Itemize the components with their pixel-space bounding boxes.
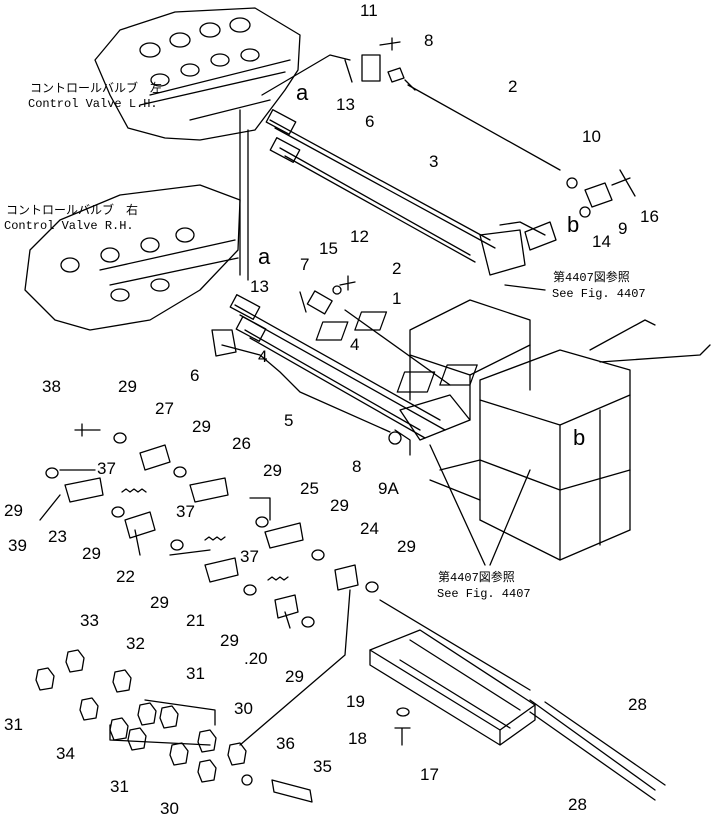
knobs bbox=[35, 649, 247, 783]
ref-b-upper: b bbox=[567, 212, 580, 237]
ref-a-lower: a bbox=[258, 244, 271, 269]
part-number: 6 bbox=[365, 112, 375, 131]
control-valve-lh bbox=[94, 7, 301, 141]
part-number: 2 bbox=[392, 259, 402, 278]
part-number: 29 bbox=[118, 377, 137, 396]
part-number: 27 bbox=[155, 399, 174, 418]
part-number: 21 bbox=[186, 611, 205, 630]
part-number: 33 bbox=[80, 611, 99, 630]
part-number: 29 bbox=[285, 667, 304, 686]
part-number: 23 bbox=[48, 527, 67, 546]
part-number: 4 bbox=[258, 347, 268, 366]
part-number: 19 bbox=[346, 692, 365, 711]
part-number: 24 bbox=[360, 519, 379, 538]
console bbox=[369, 629, 666, 801]
part-number: 25 bbox=[300, 479, 319, 498]
part-number: 6 bbox=[190, 366, 200, 385]
part-number: 26 bbox=[232, 434, 251, 453]
see-fig-en-label-2: See Fig. 4407 bbox=[437, 587, 531, 601]
part-number: 29 bbox=[192, 417, 211, 436]
part-number: 8 bbox=[352, 457, 362, 476]
part-number: 32 bbox=[126, 634, 145, 653]
part-number: 31 bbox=[186, 664, 205, 683]
frame bbox=[315, 299, 711, 561]
part-number: 29 bbox=[397, 537, 416, 556]
part-number: 1 bbox=[392, 289, 402, 308]
ref-a-upper: a bbox=[296, 80, 309, 105]
part-number: 29 bbox=[82, 544, 101, 563]
part-number: 29 bbox=[150, 593, 169, 612]
part-number: 37 bbox=[97, 459, 116, 478]
part-number: 8 bbox=[424, 31, 434, 50]
part-number: 29 bbox=[220, 631, 239, 650]
part-number: 4 bbox=[350, 335, 360, 354]
part-number: 31 bbox=[110, 777, 129, 796]
see-fig-en-label: See Fig. 4407 bbox=[552, 287, 646, 301]
part-number: .20 bbox=[244, 649, 268, 668]
part-number: 30 bbox=[234, 699, 253, 718]
part-number: 7 bbox=[300, 255, 310, 274]
part-number: 17 bbox=[420, 765, 439, 784]
part-number: 28 bbox=[628, 695, 647, 714]
control-valve-lh-jp-label: コントロールバルブ 左 bbox=[30, 82, 163, 96]
part-number: 29 bbox=[330, 496, 349, 515]
part-number: 2 bbox=[508, 77, 518, 96]
part-number: 36 bbox=[276, 734, 295, 753]
part-number: 37 bbox=[176, 502, 195, 521]
part-number: 16 bbox=[640, 207, 659, 226]
part-number: 10 bbox=[582, 127, 601, 146]
part-number: 13 bbox=[250, 277, 269, 296]
ref-b-lower: b bbox=[573, 425, 586, 450]
part-number: 11 bbox=[360, 1, 378, 20]
part-number: 3 bbox=[429, 152, 439, 171]
part-number: 31 bbox=[4, 715, 23, 734]
control-valve-rh-jp-label: コントロールバルブ 右 bbox=[6, 204, 139, 218]
part-number: 34 bbox=[56, 744, 75, 763]
part-number: 9 bbox=[618, 219, 628, 238]
part-number: 22 bbox=[116, 567, 135, 586]
part-number: 38 bbox=[42, 377, 61, 396]
part-number: 37 bbox=[240, 547, 259, 566]
part-number: 15 bbox=[319, 239, 338, 258]
see-fig-jp-label: 第4407図参照 bbox=[553, 271, 630, 285]
part-number: 9A bbox=[378, 479, 399, 498]
control-valve-rh-en-label: Control Valve R.H. bbox=[4, 219, 134, 233]
part-number: 35 bbox=[313, 757, 332, 776]
see-fig-jp-label-2: 第4407図参照 bbox=[438, 571, 515, 585]
part-number: 5 bbox=[284, 411, 294, 430]
part-number: 29 bbox=[263, 461, 282, 480]
part-number: 30 bbox=[160, 799, 179, 818]
part-number: 12 bbox=[350, 227, 369, 246]
part-number: 13 bbox=[336, 95, 355, 114]
control-valve-lh-en-label: Control Valve L.H. bbox=[28, 97, 158, 111]
control-valve-rh bbox=[24, 184, 241, 331]
part-number: 14 bbox=[592, 232, 611, 251]
part-number: 29 bbox=[4, 501, 23, 520]
part-number: 39 bbox=[8, 536, 27, 555]
part-number: 28 bbox=[568, 795, 587, 814]
part-number: 18 bbox=[348, 729, 367, 748]
